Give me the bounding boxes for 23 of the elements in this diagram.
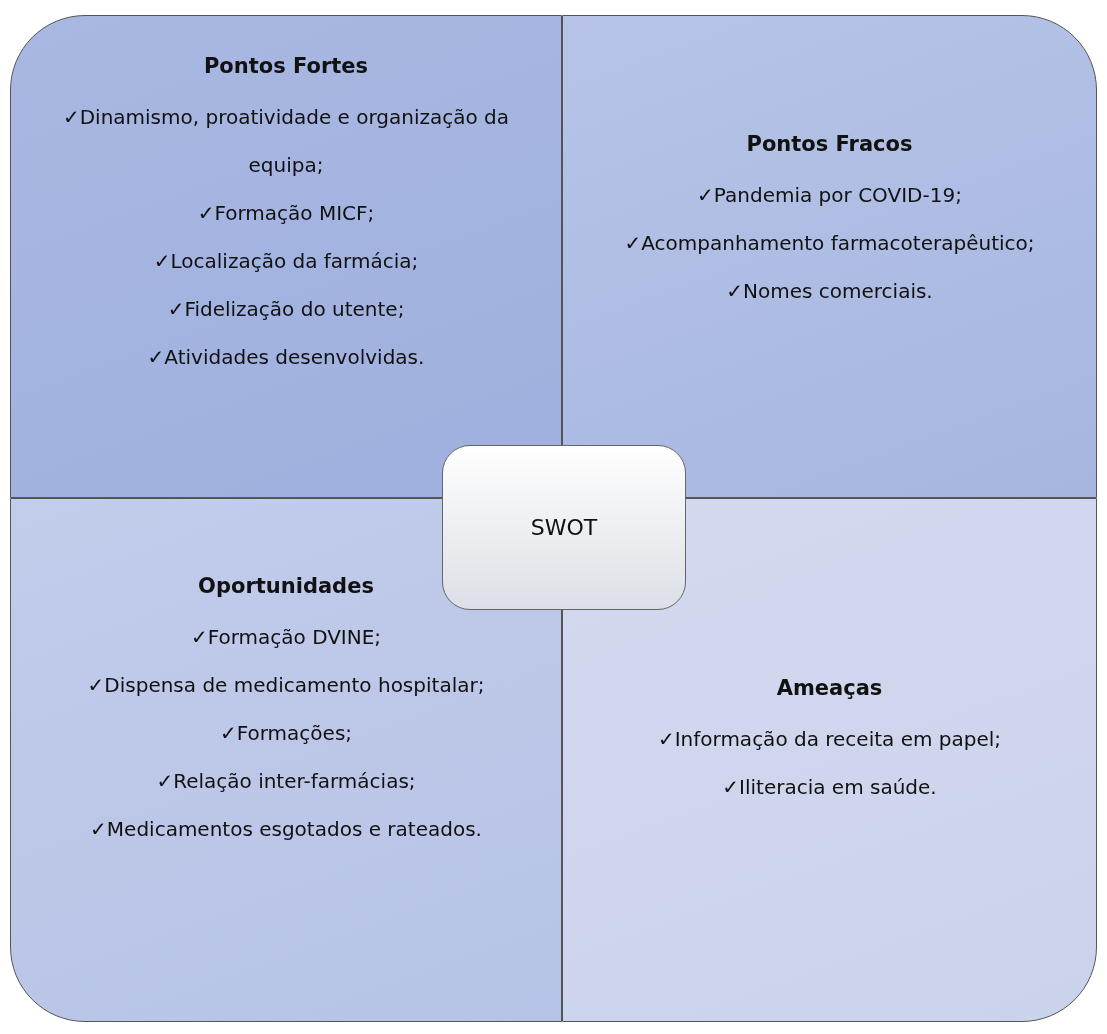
list-item: ✓Formação MICF;	[197, 200, 375, 227]
list-item: ✓Medicamentos esgotados e rateados.	[90, 816, 482, 843]
quadrant-heading: Pontos Fracos	[746, 131, 913, 158]
list-item: ✓Formações;	[219, 720, 353, 747]
list-item: ✓Iliteracia em saúde.	[722, 774, 937, 801]
list-item: ✓Acompanhamento farmacoterapêutico;	[624, 230, 1035, 257]
list-item: ✓Localização da farmácia;	[153, 248, 419, 275]
list-item: ✓Fidelização do utente;	[167, 296, 405, 323]
quadrant-heading: Ameaças	[776, 675, 883, 702]
list-item: ✓Dinamismo, proatividade e organização da equipa;	[61, 104, 511, 179]
list-item: ✓Nomes comerciais.	[726, 278, 933, 305]
center-label: SWOT	[530, 515, 598, 540]
quadrant-heading: Pontos Fortes	[203, 53, 369, 80]
quadrant-heading: Oportunidades	[198, 573, 374, 600]
list-item: ✓Dispensa de medicamento hospitalar;	[87, 672, 485, 699]
list-item: ✓Atividades desenvolvidas.	[147, 344, 425, 371]
list-item: ✓Informação da receita em papel;	[657, 726, 1002, 753]
list-item: ✓Relação inter-farmácias;	[156, 768, 416, 795]
quadrant-panel	[562, 15, 1097, 498]
list-item: ✓Formação DVINE;	[190, 624, 382, 651]
quadrant-panel	[10, 15, 562, 498]
center-box	[442, 445, 686, 610]
list-item: ✓Pandemia por COVID-19;	[697, 182, 962, 209]
